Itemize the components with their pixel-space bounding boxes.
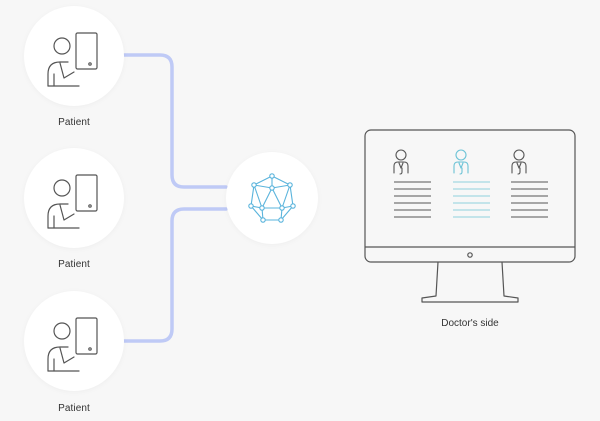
patient-node-3 [24, 291, 124, 391]
patient-with-tablet-icon [47, 174, 98, 229]
doctor-icon [393, 149, 409, 175]
doctor-side-label: Doctor's side [441, 318, 499, 329]
patient-label-2: Patient [58, 259, 90, 270]
network-node-icon [248, 173, 296, 223]
wire-patient-3 [122, 207, 228, 343]
hub-node [226, 152, 318, 244]
patient-label-3: Patient [58, 403, 90, 414]
wire-patient-1 [122, 53, 228, 189]
patient-with-tablet-icon [47, 32, 98, 87]
patient-label-1: Patient [58, 117, 90, 128]
monitor-screen [364, 129, 576, 263]
patient-with-tablet-icon [47, 317, 98, 372]
doctor-record-lines-3 [511, 181, 548, 218]
patient-node-2 [24, 148, 124, 248]
doctor-icon [453, 149, 469, 175]
doctor-icon [511, 149, 527, 175]
doctor-monitor [364, 129, 576, 303]
doctor-record-lines-1 [394, 181, 431, 218]
patient-node-1 [24, 6, 124, 106]
doctor-record-lines-2 [453, 181, 490, 218]
